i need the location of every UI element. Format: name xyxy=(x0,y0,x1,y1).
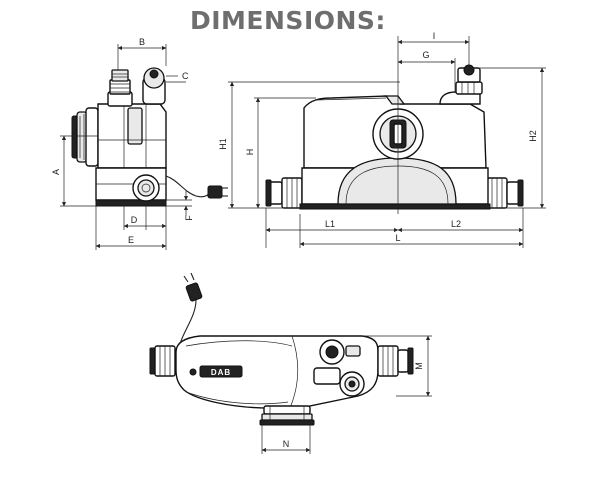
dim-label-h1: H1 xyxy=(218,138,228,150)
dim-label-a: A xyxy=(51,169,61,175)
top-view: DAB M xyxy=(149,272,432,454)
page-title: DIMENSIONS: xyxy=(190,6,386,35)
dim-label-c: C xyxy=(182,71,189,81)
dim-label-l1: L1 xyxy=(325,219,335,229)
dim-label-i: I xyxy=(433,31,436,41)
brand-logo-text: DAB xyxy=(211,368,231,377)
dim-label-f: F xyxy=(184,215,194,221)
dim-label-g: G xyxy=(422,50,429,60)
front-view: H1 H H2 I G L1 L2 L xyxy=(218,31,546,248)
dim-label-h: H xyxy=(245,149,255,156)
dim-label-m: M xyxy=(414,362,424,370)
dim-label-n: N xyxy=(283,439,290,449)
dim-label-d: D xyxy=(131,215,138,225)
side-view: B C A D E F xyxy=(51,37,228,250)
brand-logo xyxy=(199,365,243,378)
dim-label-l2: L2 xyxy=(451,219,461,229)
dim-label-e: E xyxy=(128,235,134,245)
dim-label-h2: H2 xyxy=(528,130,538,142)
dim-label-l: L xyxy=(395,233,400,243)
dim-label-b: B xyxy=(139,37,145,47)
